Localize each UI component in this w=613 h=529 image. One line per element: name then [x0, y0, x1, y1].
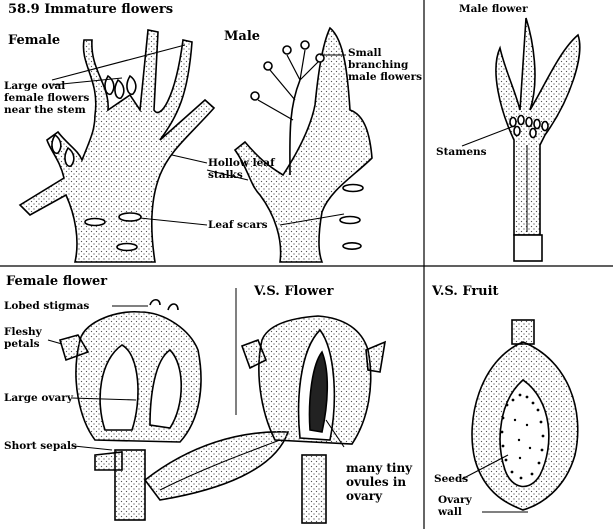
male-flower-drawing — [495, 17, 581, 262]
female-flower-heading: Female flower — [6, 274, 108, 289]
label-ovary-wall: Ovary wall — [438, 494, 472, 519]
female-heading: Female — [8, 33, 61, 48]
label-hollow-leaf-stalks: Hollow leaf stalks — [208, 157, 275, 182]
label-leaf-scars: Leaf scars — [208, 219, 268, 231]
vs-flower-drawing — [240, 315, 387, 524]
label-lobed-stigmas: Lobed stigmas — [4, 300, 90, 312]
label-fleshy-petals: Fleshy petals — [4, 326, 42, 351]
vs-flower-heading: V.S. Flower — [254, 284, 334, 299]
label-large-oval-female-flowers: Large oval female flowers near the stem — [4, 80, 90, 117]
label-short-sepals: Short sepals — [4, 440, 77, 452]
male-flower-heading: Male flower — [459, 3, 528, 15]
label-large-ovary: Large ovary — [4, 392, 73, 404]
female-stem-drawing — [18, 29, 216, 263]
female-flower-drawing — [58, 298, 290, 521]
label-seeds: Seeds — [434, 473, 469, 485]
vs-fruit-drawing — [471, 319, 579, 511]
male-heading: Male — [224, 29, 261, 44]
vs-fruit-heading: V.S. Fruit — [432, 284, 499, 299]
male-stem-drawing — [233, 26, 373, 263]
label-many-tiny-ovules: many tiny ovules in ovary — [346, 461, 413, 503]
leader-lines — [47, 44, 528, 513]
figure-title: 58.9 Immature flowers — [8, 2, 174, 17]
label-stamens: Stamens — [436, 146, 487, 158]
label-small-branching-male-flowers: Small branching male flowers — [348, 47, 423, 84]
